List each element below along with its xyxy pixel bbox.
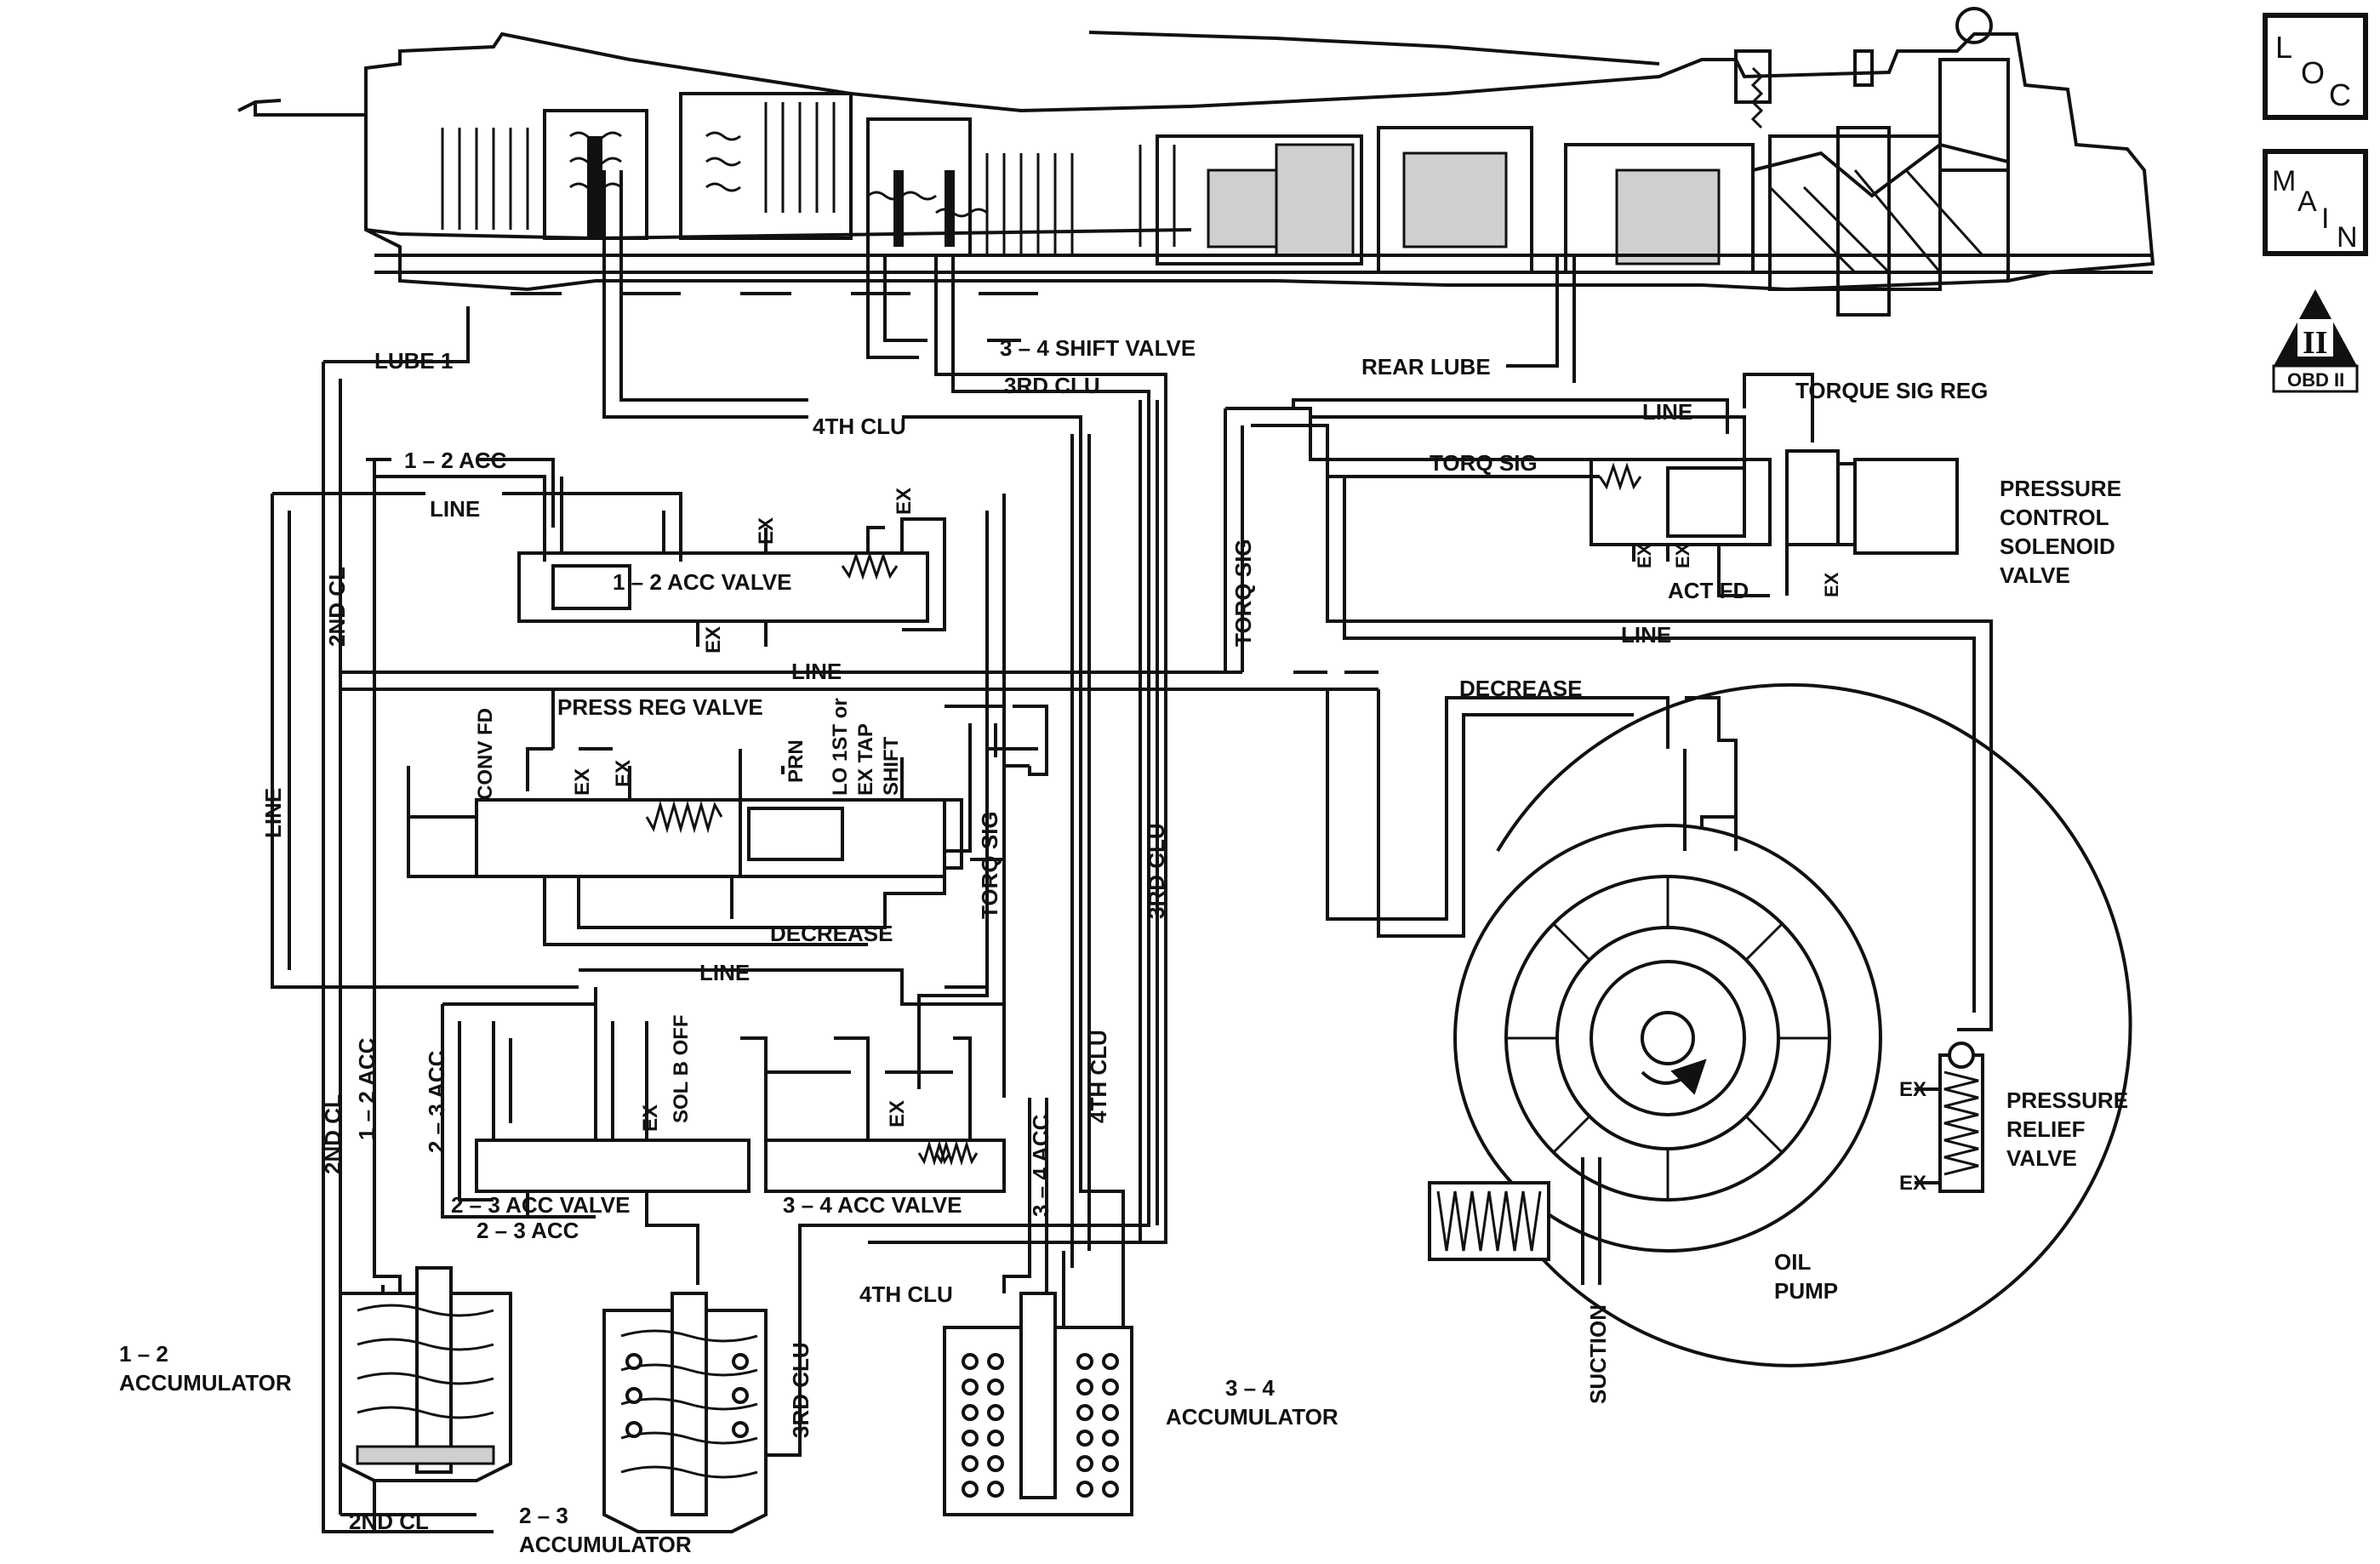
label-pump-line2: PUMP — [1774, 1278, 1838, 1304]
label-pcs-line1: PRESSURE — [2000, 476, 2121, 501]
oil-pump-body — [1428, 682, 2132, 1367]
obd2-label: OBD II — [2287, 369, 2344, 391]
label-ex-tsr1: EX — [1634, 543, 1655, 568]
label-torque-sig-reg: TORQUE SIG REG — [1795, 378, 1988, 403]
label-press-reg-valve: PRESS REG VALVE — [557, 694, 763, 720]
label-line-upper: LINE — [430, 496, 480, 522]
label-ex-g: EX — [886, 1100, 909, 1127]
label-acc12-line2: ACCUMULATOR — [119, 1370, 292, 1396]
label-ex-c: EX — [702, 626, 725, 654]
component-labels: PRESSURE CONTROL SOLENOID VALVE PRESSURE… — [119, 476, 2128, 1557]
label-pcs-line3: SOLENOID — [2000, 534, 2115, 559]
label-1-2-acc-top: 1 – 2 ACC — [404, 448, 507, 473]
label-line-left: LINE — [260, 788, 286, 838]
label-torq-sig-h: TORQ SIG — [1430, 450, 1538, 476]
label-pcs-line4: VALVE — [2000, 562, 2070, 588]
label-line-torque: LINE — [1642, 399, 1692, 425]
label-line-right: LINE — [1621, 622, 1671, 648]
label-acc23-line1: 2 – 3 — [519, 1503, 568, 1528]
label-2-3-acc-valve: 2 – 3 ACC VALVE — [451, 1192, 630, 1218]
label-2nd-cl-left: 2ND CL — [324, 567, 350, 647]
main-letter-m: M — [2272, 165, 2296, 197]
label-act-fd: ACT FD — [1668, 578, 1749, 603]
label-ex-tsr2: EX — [1672, 543, 1693, 568]
label-sol-b-off: SOL B OFF — [670, 1014, 693, 1123]
accumulator-1-2-body — [339, 1266, 512, 1482]
label-lo1st-line2: EX TAP — [854, 723, 877, 796]
main-button[interactable]: M A I N — [2263, 149, 2368, 256]
label-prn: PRN — [785, 739, 808, 783]
main-letter-n: N — [2337, 221, 2358, 254]
loc-letter-l: L — [2275, 30, 2292, 65]
label-3rd-clu-top: 3RD CLU — [1004, 373, 1100, 398]
label-2nd-cl-bottom: 2ND CL — [349, 1509, 429, 1534]
label-prv-line3: VALVE — [2006, 1145, 2077, 1171]
label-shift-valve-3-4: 3 – 4 SHIFT VALVE — [1000, 335, 1196, 361]
label-2nd-cl-low: 2ND CL — [320, 1094, 345, 1174]
label-acc12-line1: 1 – 2 — [119, 1341, 168, 1367]
label-1-2-acc-left: 1 – 2 ACC — [354, 1037, 380, 1140]
label-ex-e: EX — [612, 760, 635, 787]
label-prv-line1: PRESSURE — [2006, 1087, 2128, 1113]
label-acc34-line1: 3 – 4 — [1225, 1375, 1275, 1401]
hydraulic-passages — [271, 170, 1993, 1533]
label-1-2-acc-valve: 1 – 2 ACC VALVE — [613, 569, 791, 595]
label-acc23-line2: ACCUMULATOR — [519, 1532, 692, 1557]
pressure-relief-valve-body — [1915, 1042, 1984, 1193]
label-ex-a: EX — [755, 517, 778, 545]
pressure-control-solenoid-body — [1853, 458, 1959, 555]
label-4th-clu-low: 4TH CLU — [859, 1281, 953, 1307]
label-pcs-line2: CONTROL — [2000, 505, 2109, 530]
label-4th-clu-v: 4TH CLU — [1086, 1030, 1111, 1123]
label-decrease-mid: DECREASE — [770, 921, 893, 946]
transmission-cross-section — [237, 7, 2155, 317]
loc-letter-c: C — [2329, 77, 2351, 112]
accumulator-2-3-body — [602, 1292, 768, 1533]
loc-button[interactable]: L O C — [2263, 13, 2368, 120]
press-reg-spool — [747, 807, 844, 861]
label-rear-lube: REAR LUBE — [1361, 354, 1491, 380]
label-3-4-acc-valve: 3 – 4 ACC VALVE — [783, 1192, 962, 1218]
label-ex-h: EX — [1899, 1078, 1926, 1101]
label-acc34-line2: ACCUMULATOR — [1166, 1404, 1338, 1430]
label-3rd-clu-mid: 3RD CLU — [1144, 823, 1169, 919]
label-ex-tsr3: EX — [1821, 572, 1842, 597]
label-prv-line2: RELIEF — [2006, 1116, 2085, 1142]
label-conv-fd: CONV FD — [474, 708, 497, 800]
label-ex-b: EX — [893, 488, 916, 515]
label-ex-d: EX — [571, 768, 594, 796]
label-torq-sig-v2: TORQ SIG — [977, 811, 1002, 919]
obd2-roman: II — [2303, 325, 2328, 361]
torque-signal-regulator-body — [1590, 373, 1959, 597]
label-decrease-top: DECREASE — [1459, 676, 1582, 701]
label-2-3-acc-v: 2 – 3 ACC — [424, 1050, 449, 1153]
label-4th-clu-top: 4TH CLU — [813, 414, 906, 439]
label-line-low: LINE — [699, 960, 750, 985]
obd2-button[interactable]: II OBD II — [2272, 289, 2359, 393]
loc-letter-o: O — [2301, 55, 2325, 90]
label-line-middle: LINE — [791, 659, 842, 684]
acc12-valve-spool — [551, 564, 631, 610]
label-pump-line1: OIL — [1774, 1249, 1811, 1275]
label-ex-f: EX — [639, 1105, 662, 1132]
label-3rd-clu-low: 3RD CLU — [788, 1342, 813, 1438]
acc34-valve-spring — [917, 1139, 951, 1167]
main-letter-i: I — [2321, 203, 2329, 235]
main-letter-a: A — [2297, 186, 2317, 218]
label-lube1: LUBE 1 — [374, 348, 453, 374]
label-ex-i: EX — [1899, 1172, 1926, 1195]
label-torq-sig-v: TORQ SIG — [1230, 539, 1256, 647]
label-3-4-acc-v: 3 – 4 ACC — [1028, 1114, 1053, 1217]
label-lo1st-line1: LO 1ST or — [829, 698, 852, 796]
label-lo1st-line3: SHIFT — [880, 736, 903, 796]
accumulator-3-4-body — [943, 1292, 1133, 1516]
press-reg-spring — [645, 800, 723, 834]
label-2-3-acc-h: 2 – 3 ACC — [477, 1218, 579, 1243]
acc12-valve-spring — [841, 551, 899, 580]
passage-labels: LUBE 1 3 – 4 SHIFT VALVE REAR LUBE 3RD C… — [260, 335, 1988, 1534]
label-suction: SUCTION — [1585, 1304, 1611, 1404]
